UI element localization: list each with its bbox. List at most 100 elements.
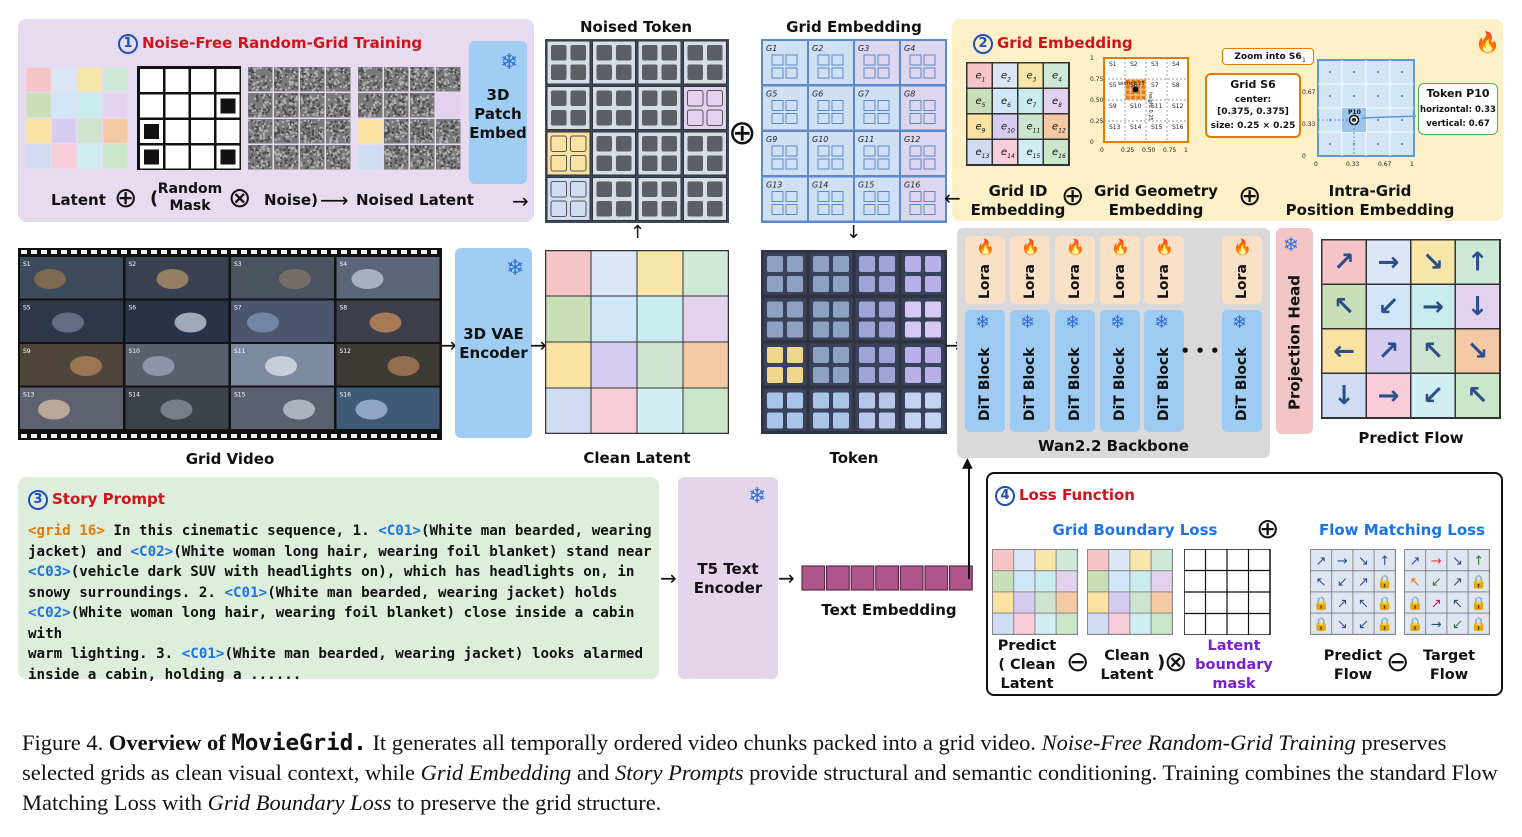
noise-speck bbox=[276, 74, 279, 77]
fm-cell bbox=[1311, 550, 1332, 571]
noise-speck bbox=[342, 129, 345, 132]
noise-speck bbox=[345, 78, 348, 81]
noise-speck bbox=[329, 140, 332, 143]
noise-speck bbox=[376, 94, 379, 97]
noise-speck bbox=[417, 160, 420, 163]
grid-emb-square bbox=[909, 67, 922, 79]
noise-speck bbox=[406, 86, 409, 89]
noise-speck bbox=[417, 135, 420, 138]
noise-speck bbox=[359, 74, 362, 77]
noise-speck bbox=[276, 111, 279, 114]
noise-speck bbox=[251, 126, 254, 129]
random-mask-svg bbox=[137, 66, 241, 170]
noise-speck bbox=[300, 69, 303, 72]
caption-t1: It generates all temporally ordered vide… bbox=[366, 730, 1042, 755]
noise-speck bbox=[442, 132, 445, 135]
noise-speck bbox=[439, 141, 442, 144]
noise-speck bbox=[257, 115, 260, 118]
noise-speck bbox=[345, 133, 348, 136]
noise-speck bbox=[281, 132, 284, 135]
noise-speck bbox=[278, 81, 281, 84]
noise-speck bbox=[411, 131, 414, 134]
noise-speck bbox=[320, 108, 323, 111]
fm-cell bbox=[1468, 592, 1489, 613]
noise-speck bbox=[331, 154, 334, 157]
noise-speck bbox=[411, 73, 414, 76]
noise-label: Noise) bbox=[264, 191, 318, 209]
noise-speck bbox=[426, 137, 429, 140]
token-square bbox=[707, 181, 723, 197]
film-hole bbox=[291, 250, 297, 254]
dit-block-label: DiT Block bbox=[1234, 347, 1250, 421]
noise-speck bbox=[397, 152, 400, 155]
noise-speck bbox=[290, 154, 293, 157]
noise-speck bbox=[373, 83, 376, 86]
geo-s6-dot bbox=[1141, 85, 1146, 89]
noise-speck bbox=[334, 152, 337, 155]
grid-emb-cell bbox=[809, 41, 853, 84]
ominus-symbol-2: ⊖ bbox=[1386, 645, 1410, 678]
noise-speck bbox=[442, 89, 445, 92]
pastel-cell bbox=[636, 341, 684, 389]
noise-speck bbox=[425, 137, 428, 140]
mask-cell bbox=[191, 145, 214, 169]
noise-speck bbox=[316, 89, 319, 92]
noise-speck bbox=[413, 153, 416, 156]
mask-cell bbox=[140, 69, 163, 92]
film-hole bbox=[31, 250, 37, 254]
predict-flow-grid: ↗→↘↑↖↙→↓←↗↖↘↓→↙↖ bbox=[1321, 239, 1501, 423]
noise-speck bbox=[291, 78, 294, 81]
noise-speck bbox=[317, 109, 320, 112]
noise-speck bbox=[438, 150, 441, 153]
noise-speck bbox=[285, 73, 288, 76]
token-square bbox=[833, 347, 849, 363]
noise-speck bbox=[448, 167, 451, 170]
noise-speck bbox=[249, 75, 252, 78]
noise-speck bbox=[257, 165, 260, 168]
noise-speck bbox=[410, 149, 413, 152]
noise-speck bbox=[397, 135, 400, 138]
noise-speck bbox=[384, 106, 387, 109]
noise-speck bbox=[339, 96, 342, 99]
noise-speck bbox=[400, 99, 403, 102]
noise-speck bbox=[314, 83, 317, 86]
noise-speck bbox=[361, 109, 364, 112]
geo-s6-dot bbox=[1136, 80, 1140, 84]
noise-speck bbox=[361, 114, 364, 117]
noise-speck bbox=[276, 119, 279, 122]
noise-speck bbox=[401, 80, 404, 83]
film-hole bbox=[181, 250, 187, 254]
noise-speck bbox=[441, 85, 444, 88]
noise-speck bbox=[252, 163, 255, 166]
noise-speck bbox=[450, 123, 453, 126]
fm-arrow: 🔒 bbox=[1377, 618, 1393, 633]
noise-speck bbox=[326, 157, 329, 160]
noise-speck bbox=[454, 121, 457, 124]
intra-axis-x-tick: 0 bbox=[1314, 161, 1318, 168]
noise-speck bbox=[416, 125, 419, 128]
noise-speck bbox=[302, 145, 305, 148]
noise-speck bbox=[266, 129, 269, 132]
noise-speck bbox=[420, 163, 423, 166]
geo-s6-dot bbox=[1131, 90, 1135, 94]
noise-speck bbox=[319, 78, 322, 81]
noise-speck bbox=[449, 127, 452, 130]
noise-speck bbox=[400, 105, 403, 108]
token-square bbox=[925, 392, 941, 409]
noise-speck bbox=[392, 149, 395, 152]
noise-speck bbox=[276, 68, 279, 71]
noise-speck bbox=[316, 93, 319, 96]
noise-speck bbox=[341, 124, 344, 127]
mask-cell bbox=[216, 69, 240, 92]
noise-speck bbox=[442, 149, 445, 152]
character-tag: <C02> bbox=[130, 543, 174, 560]
noise-speck bbox=[388, 158, 391, 161]
noise-speck bbox=[331, 162, 334, 165]
noise-speck bbox=[395, 132, 398, 135]
noise-speck bbox=[315, 76, 318, 79]
noise-speck bbox=[401, 88, 404, 91]
noise-speck bbox=[300, 78, 303, 81]
character-tag: <C01> bbox=[224, 584, 268, 601]
